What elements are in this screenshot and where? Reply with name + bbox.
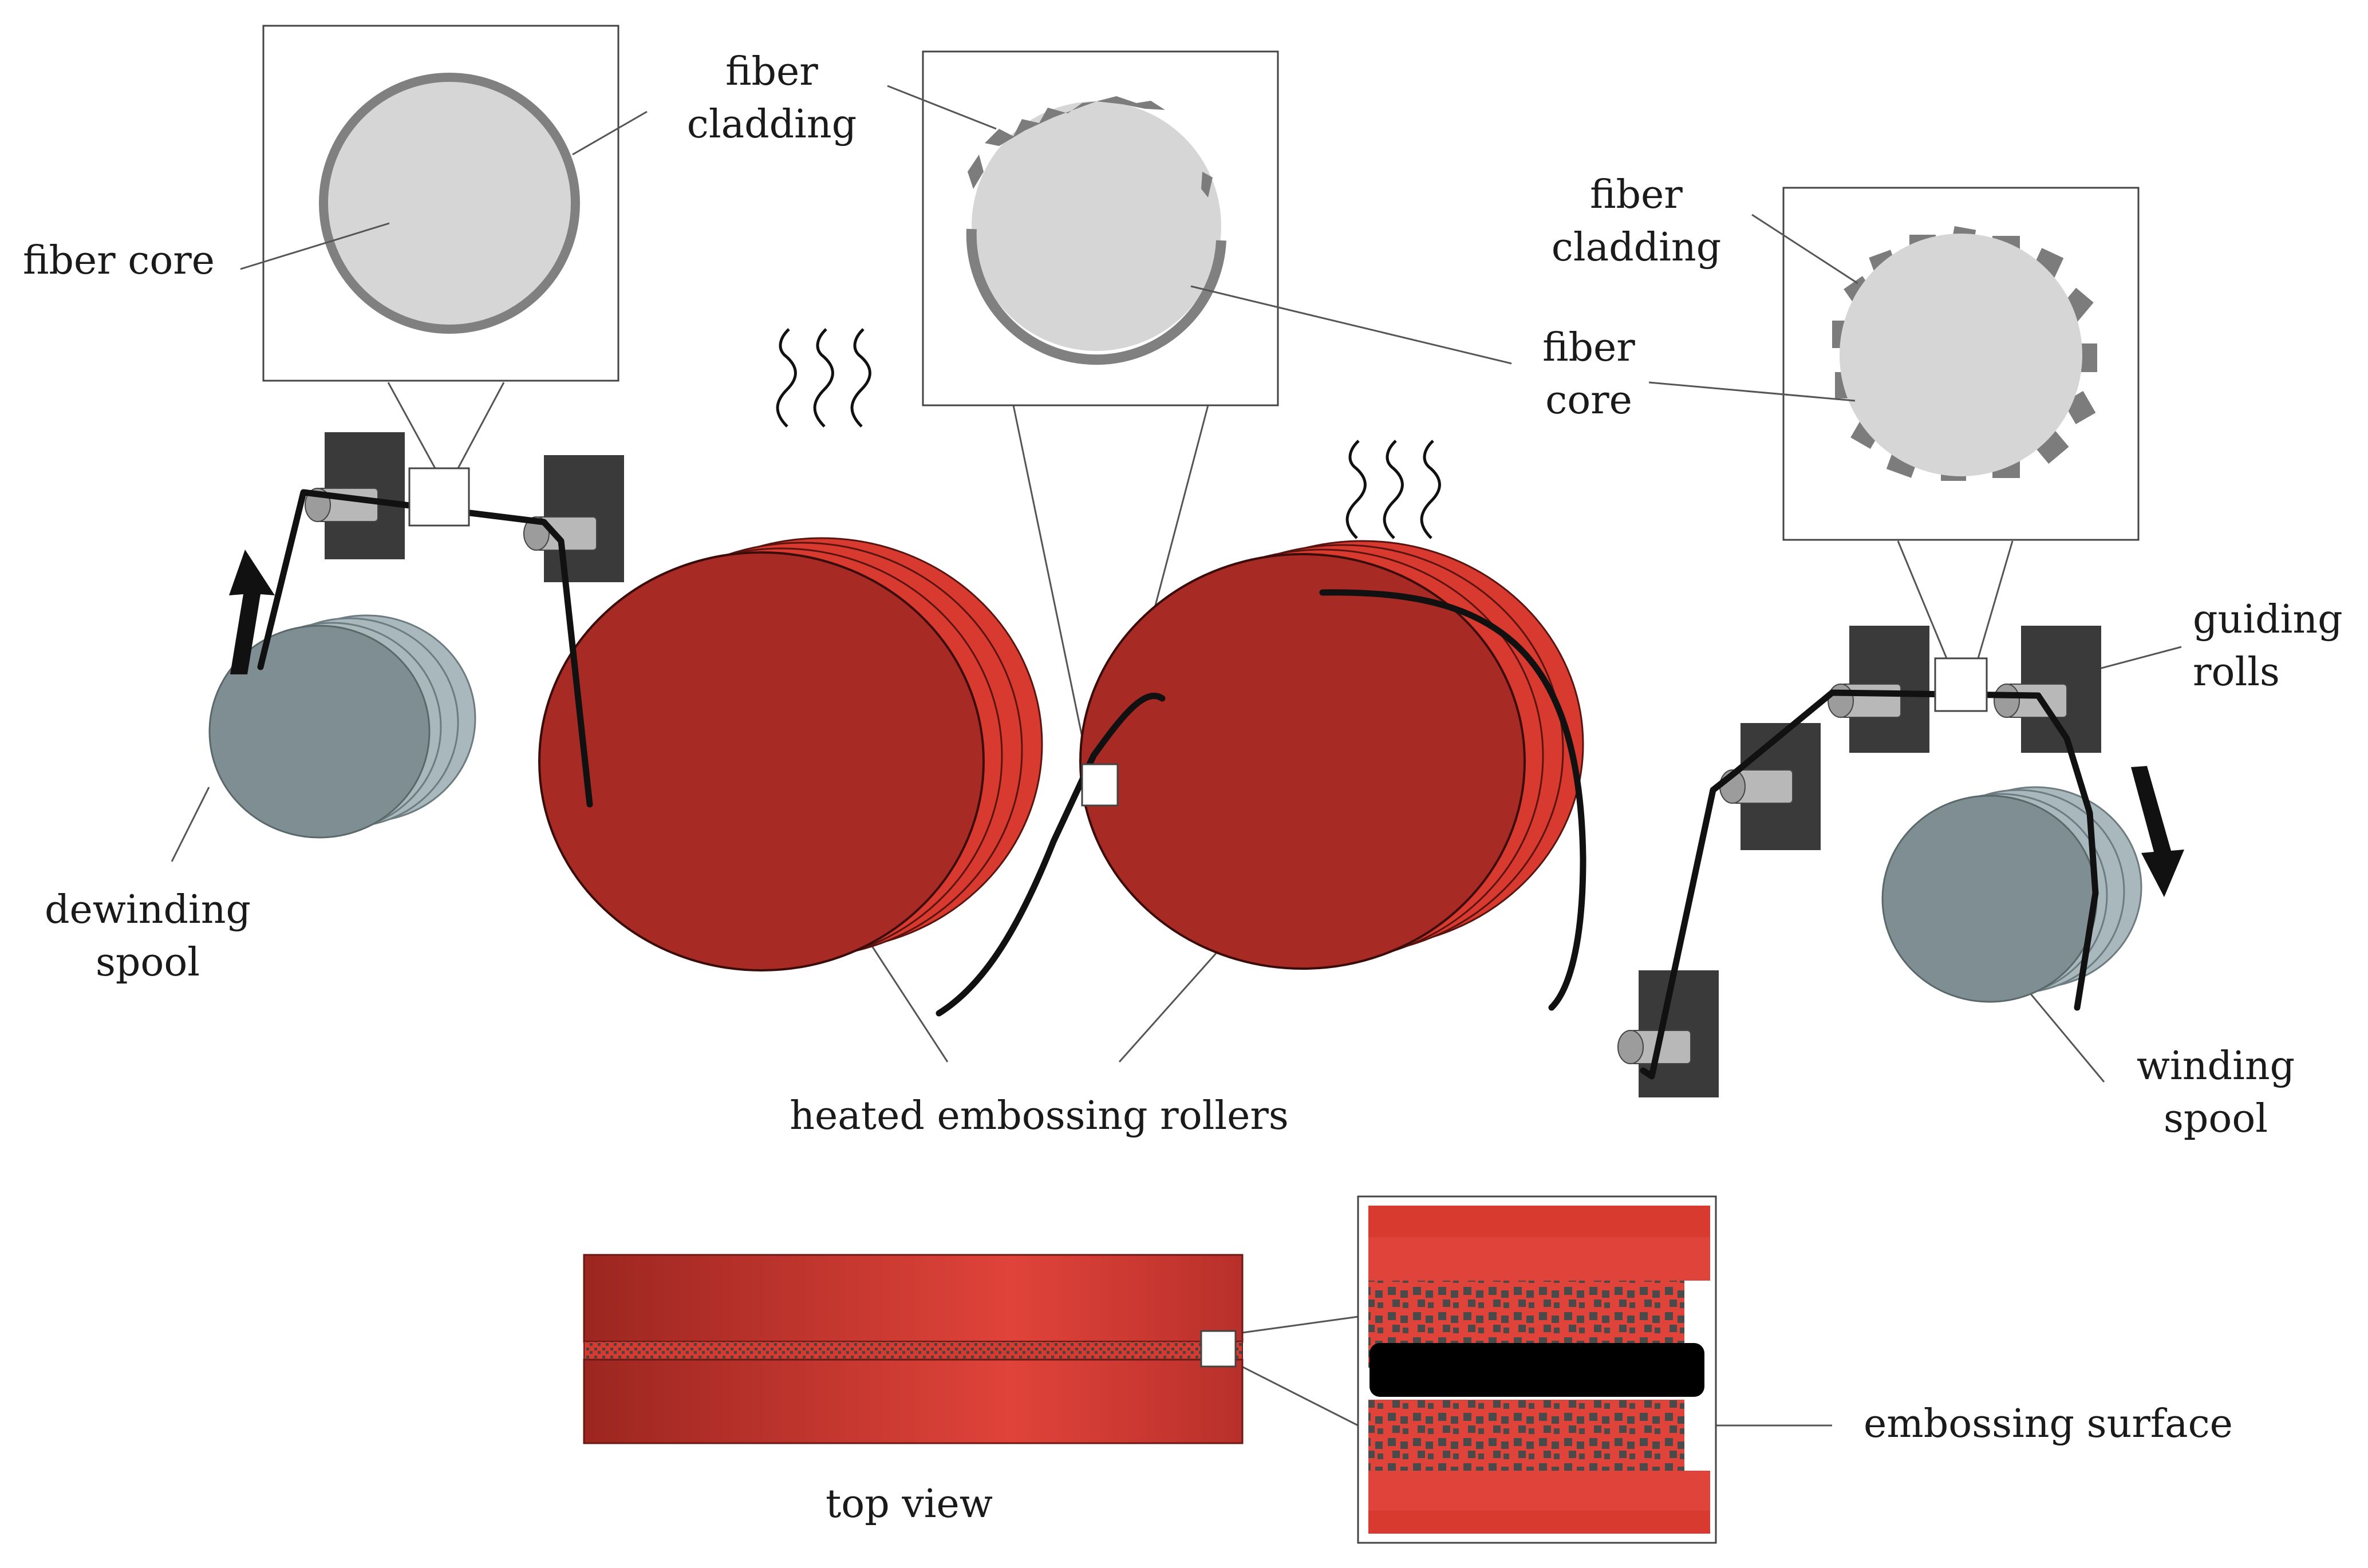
zoom-box-embossed-fiber: [922, 50, 1279, 406]
zoom-source-marker: [1081, 763, 1119, 807]
zoom-box-fully-embossed-fiber: [1782, 187, 2140, 541]
dewinding-spool: [208, 614, 476, 839]
heat-wave-icon: [1345, 440, 1441, 539]
top-view-roller: [583, 1254, 1244, 1444]
label-embossing-surface: embossing surface: [1864, 1401, 2233, 1447]
label-box1-fiber-core: fiber core: [23, 238, 215, 283]
fiber-cladding-ring: [319, 73, 580, 334]
direction-arrow-icon: [2131, 766, 2184, 897]
embossing-surface-detail: [1357, 1195, 1717, 1544]
winding-spool: [1881, 786, 2142, 1003]
zoom-box-smooth-fiber: [262, 25, 619, 382]
optical-fiber-path: [257, 489, 2099, 1080]
guide-roll-2: [523, 455, 624, 582]
label-heated-embossing-rollers: heated embossing rollers: [790, 1093, 1289, 1139]
guide-roll-4: [1719, 723, 1821, 850]
zoom-source-marker: [1934, 657, 1988, 712]
fiber-core-cross-section: [325, 78, 574, 328]
zoom-source-marker: [408, 467, 470, 527]
direction-arrow-icon: [229, 550, 275, 674]
embossing-roller-left: [538, 537, 1043, 971]
top-view-zoom-marker: [1200, 1330, 1237, 1368]
heat-wave-icon: [776, 328, 871, 428]
guide-roll-5: [1828, 626, 1929, 753]
embossing-roller-right: [1079, 540, 1584, 970]
label-top-view: top view: [826, 1482, 993, 1527]
guide-roll-6: [1994, 626, 2101, 753]
